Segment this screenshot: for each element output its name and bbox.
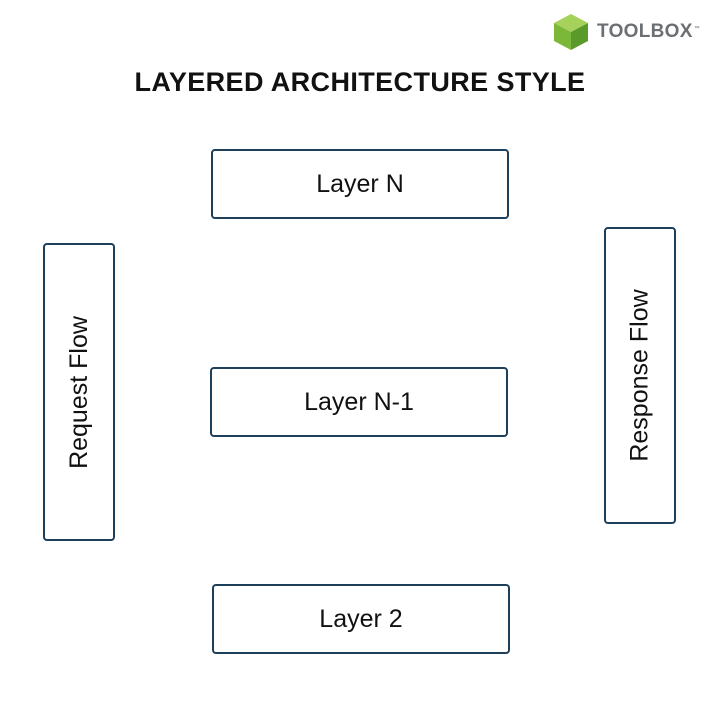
trademark-symbol: ™ bbox=[693, 25, 701, 32]
layer-n-1-box: Layer N-1 bbox=[210, 367, 508, 437]
layer-2-box: Layer 2 bbox=[212, 584, 510, 654]
layer-n-box: Layer N bbox=[211, 149, 509, 219]
green-cube-icon bbox=[554, 14, 588, 50]
brand-name: TOOLBOX™ bbox=[597, 21, 701, 42]
toolbox-logo: TOOLBOX™ bbox=[553, 13, 700, 51]
response-flow-label: Response Flow bbox=[625, 289, 654, 462]
layer-n-label: Layer N bbox=[316, 169, 404, 198]
diagram-title: LAYERED ARCHITECTURE STYLE bbox=[134, 67, 586, 97]
layer-n-1-label: Layer N-1 bbox=[304, 387, 414, 416]
layer-2-label: Layer 2 bbox=[319, 604, 403, 633]
request-flow-box: Request Flow bbox=[43, 243, 115, 541]
request-flow-label: Request Flow bbox=[64, 315, 93, 469]
response-flow-box: Response Flow bbox=[604, 227, 676, 524]
